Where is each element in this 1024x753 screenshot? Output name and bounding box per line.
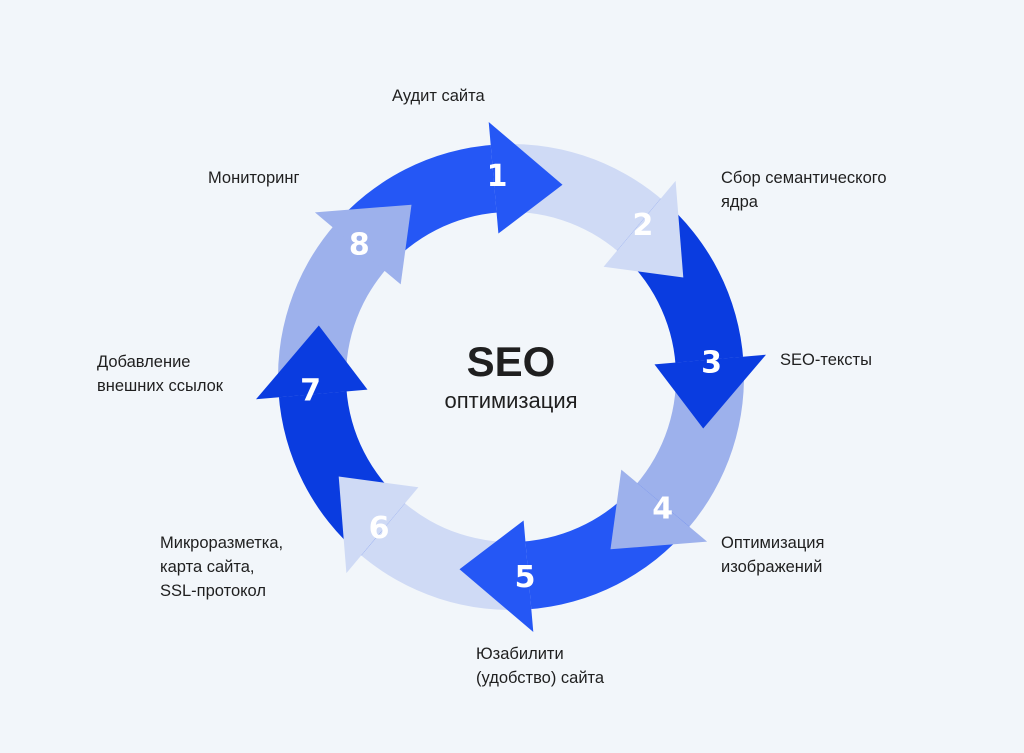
step-label-2: Сбор семантического ядра	[721, 169, 887, 211]
center-subtitle: оптимизация	[444, 388, 578, 413]
step-label-7: Добавление внешних ссылок	[97, 353, 224, 395]
step-label-8: Мониторинг	[208, 169, 300, 187]
step-label-6: Микроразметка, карта сайта, SSL-протокол	[160, 534, 284, 600]
step-number-5: 5	[515, 560, 536, 595]
step-number-4: 4	[652, 491, 673, 526]
step-label-4: Оптимизация изображений	[721, 534, 825, 576]
arrow-head-1	[488, 122, 563, 234]
arrow-head-6	[338, 476, 419, 574]
arrow-head-5	[459, 520, 534, 632]
arrow-head-4	[610, 469, 708, 550]
step-number-8: 8	[349, 228, 370, 263]
step-number-3: 3	[701, 346, 722, 381]
step-number-2: 2	[632, 208, 653, 243]
arrow-head-7	[256, 325, 368, 400]
step-label-1: Аудит сайта	[392, 87, 485, 105]
center-title: SEO	[466, 338, 556, 385]
step-number-1: 1	[487, 159, 508, 194]
arrow-head-8	[314, 204, 412, 285]
step-number-6: 6	[369, 511, 390, 546]
arrow-head-3	[654, 354, 766, 429]
step-number-7: 7	[300, 374, 321, 409]
arrow-head-2	[603, 180, 684, 278]
step-label-5: Юзабилити (удобство) сайта	[476, 645, 605, 687]
step-label-3: SEO-тексты	[780, 351, 872, 369]
